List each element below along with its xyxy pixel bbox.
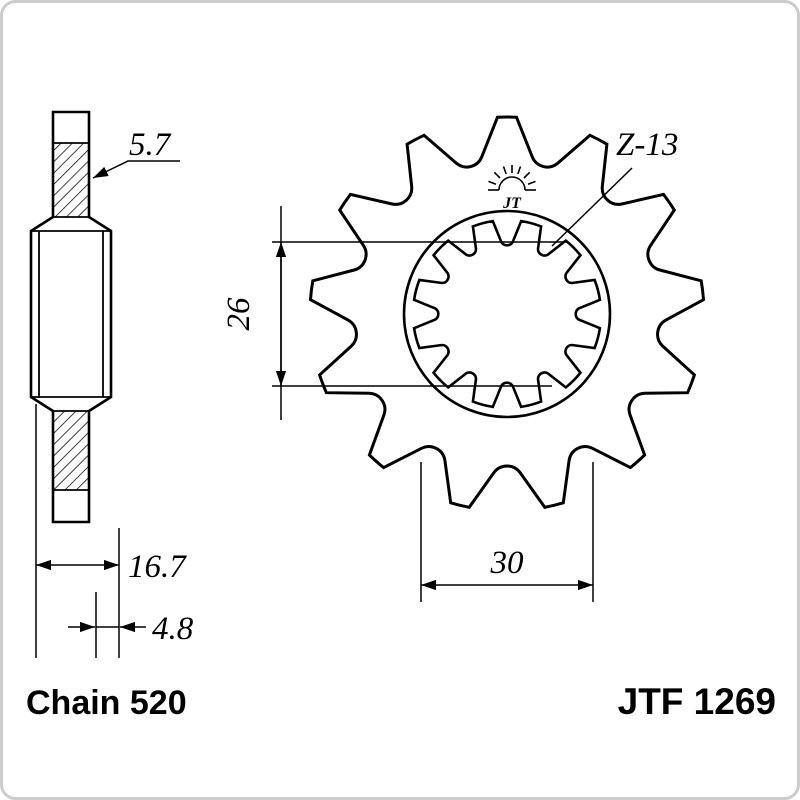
side-view [29, 110, 113, 524]
teeth-count-label: Z-13 [616, 127, 678, 163]
lower-hub-hatch [53, 411, 89, 490]
spline-bore-outline [412, 219, 602, 409]
dim57-leader [92, 160, 180, 179]
part-number-label: JTF 1269 [618, 681, 776, 722]
teeth-count-leader [551, 167, 633, 247]
dimensions: 26 30 Z-13 5.7 16.7 4.8 [35, 127, 678, 658]
dim167-label: 16.7 [128, 549, 187, 585]
dim48-label: 4.8 [152, 611, 194, 647]
footer: Chain 520 JTF 1269 [26, 681, 776, 722]
jt-logo-text: JT [502, 195, 522, 212]
dim57-label: 5.7 [129, 127, 172, 163]
chain-size-label: Chain 520 [26, 684, 187, 722]
dim30-label: 30 [490, 545, 525, 581]
sun-rays-icon [488, 165, 536, 185]
sun-icon [498, 176, 526, 191]
hub-boss-circle [402, 209, 612, 419]
dim26-label: 26 [221, 297, 257, 331]
jt-logo: JT [488, 165, 536, 212]
upper-hub-hatch [53, 143, 89, 217]
